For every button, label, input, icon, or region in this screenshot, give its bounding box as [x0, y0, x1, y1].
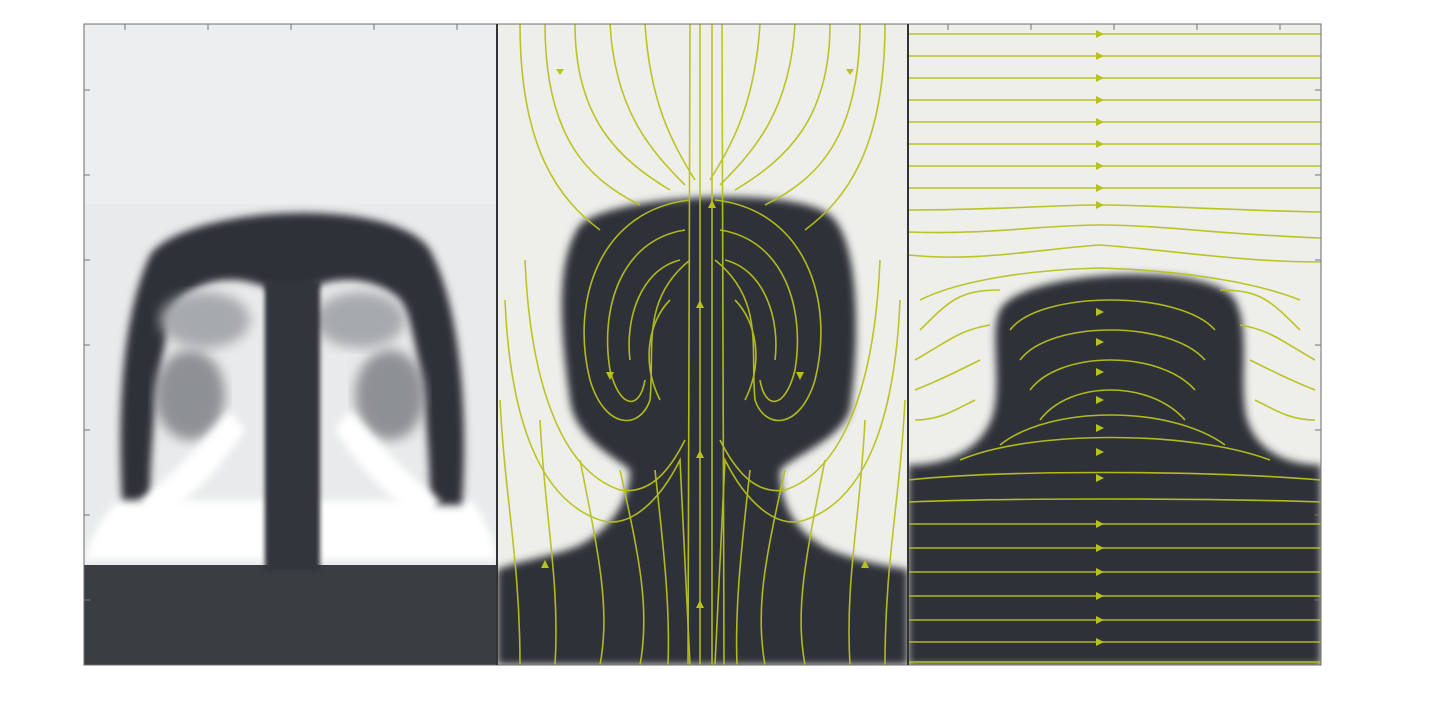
axis-ticks — [84, 24, 1321, 601]
panel-density — [84, 24, 497, 665]
panel-streamlines-rising — [497, 24, 908, 665]
panel-streamlines-horizontal — [908, 24, 1321, 665]
